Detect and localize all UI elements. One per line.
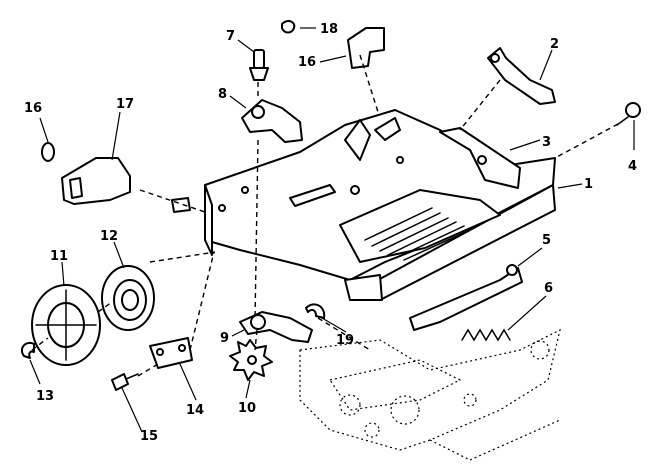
main-frame: [171, 109, 556, 301]
callout-4: 4: [628, 159, 637, 174]
callout-9: 9: [220, 331, 229, 346]
phantom-mechanism: [299, 328, 561, 461]
spring-part-6: [461, 328, 511, 342]
clip-part-18: [281, 20, 296, 34]
screw-part-4: [616, 102, 641, 126]
screw-part-15: [111, 373, 139, 391]
gear-hub-part-11: [31, 284, 101, 366]
callout-1: 1: [584, 177, 593, 192]
bracket-part-16-top: [347, 27, 385, 69]
assembly-lines: [31, 54, 619, 377]
slide-arm-part-5: [409, 267, 523, 331]
callout-17: 17: [116, 97, 134, 112]
callout-16-left: 16: [24, 101, 42, 116]
clip-part-19: [305, 303, 326, 319]
callout-6: 6: [544, 281, 553, 296]
callout-11: 11: [50, 249, 68, 264]
callout-7: 7: [226, 29, 235, 44]
bracket-part-2: [487, 47, 556, 105]
callout-3: 3: [542, 135, 551, 150]
drum-part-12: [101, 265, 155, 331]
callout-5: 5: [542, 233, 551, 248]
e-ring-part-13: [20, 342, 35, 359]
callout-10: 10: [238, 401, 256, 416]
callout-2: 2: [550, 37, 559, 52]
callout-labels: 1 2 3 4 5 6 7 8 9 10 11 12 13 14 15 16 1…: [24, 22, 637, 444]
clip-part-16-left: [41, 142, 55, 162]
callout-18: 18: [320, 22, 338, 37]
leader-lines: [29, 27, 635, 433]
callout-8: 8: [218, 87, 227, 102]
callout-16-top: 16: [298, 55, 316, 70]
stud-part-7: [249, 49, 269, 81]
callout-19: 19: [336, 333, 354, 348]
callout-13: 13: [36, 389, 54, 404]
star-wheel-part-10: [229, 339, 273, 381]
cam-lever-part-9: [239, 311, 313, 343]
cam-arm-part-8: [241, 99, 303, 143]
callout-12: 12: [100, 229, 118, 244]
callout-15: 15: [140, 429, 158, 444]
callout-14: 14: [186, 403, 204, 418]
